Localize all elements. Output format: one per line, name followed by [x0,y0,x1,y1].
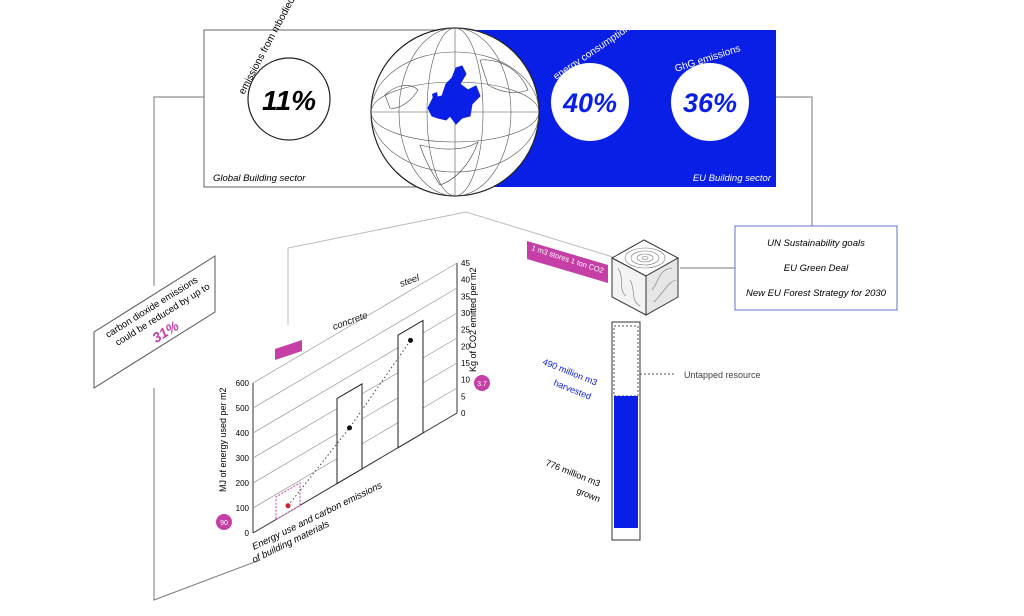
badge-right-circle [474,375,490,391]
category-label-concrete: concrete [331,310,369,333]
left-tick-label: 300 [236,454,250,463]
right-tick-label: 35 [461,292,470,301]
grown-line1: 776 million m3 [544,458,602,489]
energy-circle [551,63,629,141]
right-axis-label: Kg of CO2 emitted per m2 [468,267,478,372]
co2-storage-tag [527,241,608,283]
connector-lines [153,96,813,601]
left-tick-label: 0 [245,529,250,538]
gridline [252,262,458,384]
right-tick-label: 0 [461,409,466,418]
right-tick-label: 5 [461,392,466,401]
harvested-resource-bar [614,396,638,528]
globe-icon [370,27,540,197]
eu-sector-label: EU Building sector [693,173,772,184]
left-tick-label: 500 [236,404,250,413]
wood-resource-column [611,321,676,541]
sector-banner [203,27,776,197]
co2-layer [285,337,413,509]
right-tick-label: 15 [461,359,470,368]
bars-layer [275,319,424,521]
wood-cube-icon [610,239,680,316]
left-axis-ticks: 0 100 200 300 400 500 600 [236,379,250,538]
left-tick-label: 100 [236,504,250,513]
ghg-circle [671,63,749,141]
reduction-note-box [93,255,216,389]
goal-un: UN Sustainability goals [767,238,865,249]
category-label-steel: steel [398,272,421,290]
right-axis-ticks: 0 5 10 15 20 25 30 35 40 45 [461,259,470,418]
right-tick-label: 10 [461,376,470,385]
left-axis-label: MJ of energy used per m2 [218,387,228,492]
left-tick-label: 400 [236,429,250,438]
ghg-value: 36% [683,88,737,118]
co2-line [287,340,411,507]
right-tick-label: 40 [461,276,470,285]
co2-point-steel [408,337,413,343]
left-tick-label: 600 [236,379,250,388]
gridline [252,287,458,409]
bar-steel [397,319,424,449]
left-tick-label: 200 [236,479,250,488]
co2-point-concrete [347,425,352,431]
goals-box [734,225,898,311]
badge-left: 90 [220,520,228,527]
bar-wood [275,481,301,521]
global-sector-label: Global Building sector [213,173,306,184]
bar-concrete [336,383,363,485]
energy-value: 40% [562,88,617,118]
right-tick-label: 20 [461,342,470,351]
badge-right: 3.7 [477,381,487,388]
right-tick-label: 45 [461,259,470,268]
right-tick-label: 30 [461,309,470,318]
co2-point-wood [285,503,291,509]
embodied-circle [247,57,331,141]
embodied-value: 11% [262,85,316,116]
right-tick-label: 25 [461,326,470,335]
untapped-label: Untapped resource [684,370,761,380]
europe-map-icon [427,65,481,125]
chart-title-line1: Energy use and carbon emissions [250,480,384,553]
goal-green-deal: EU Green Deal [784,263,849,274]
wood-tag [275,340,302,360]
badge-left-circle [216,514,232,530]
goal-forest-strategy: New EU Forest Strategy for 2030 [746,288,887,299]
